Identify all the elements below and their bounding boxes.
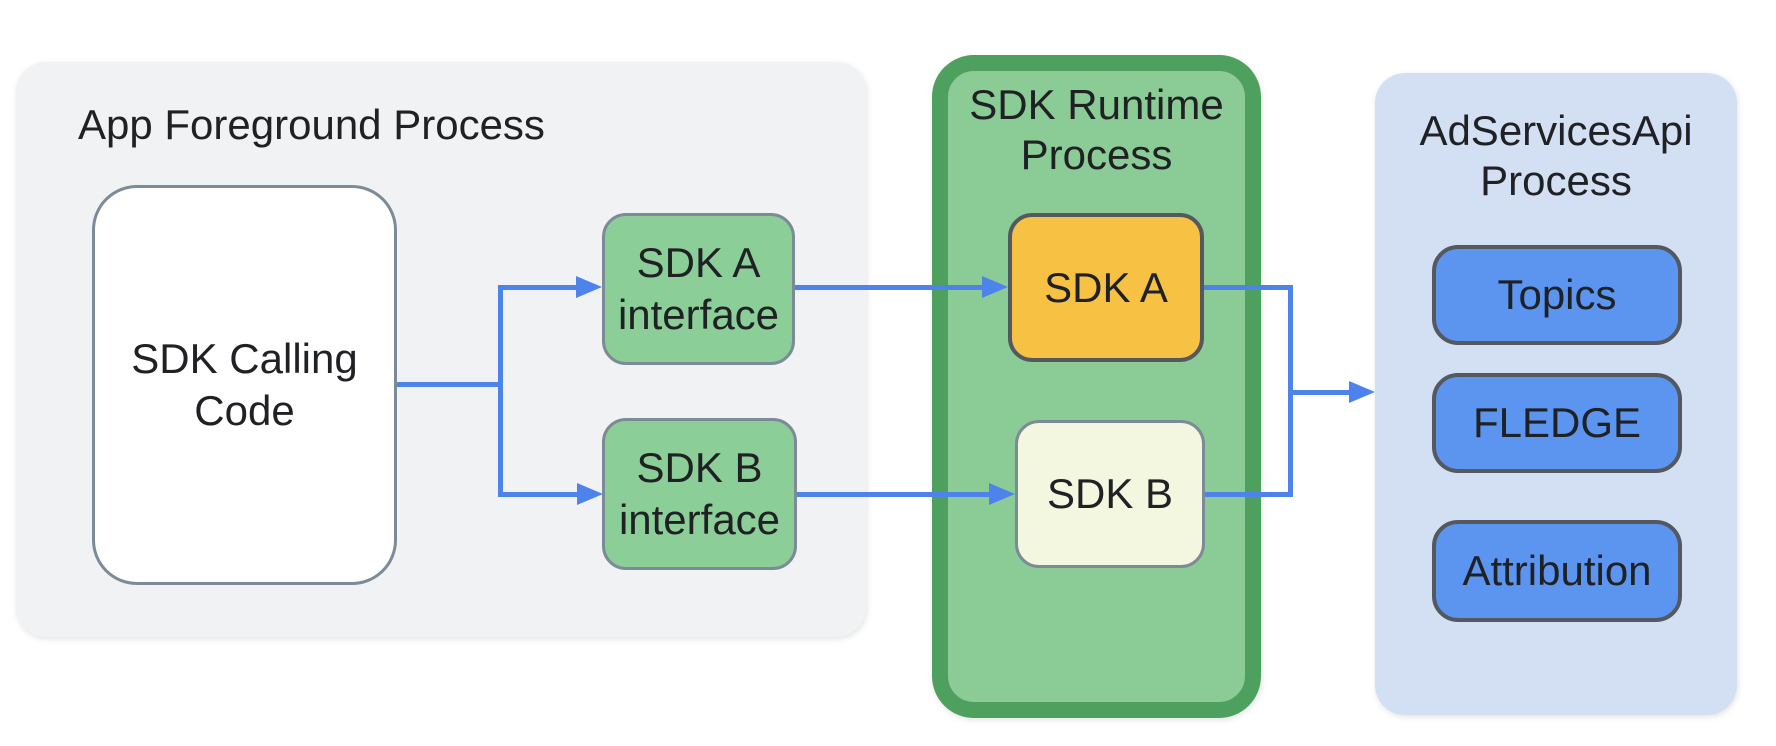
- sdk-b-interface-node: SDK B interface: [602, 418, 797, 570]
- connector-sdk-b-out: [1205, 492, 1293, 497]
- fledge-node: FLEDGE: [1432, 373, 1682, 473]
- sdk-a-interface-node: SDK A interface: [602, 213, 795, 365]
- connector-branch-to-sdk-a-interface: [503, 285, 578, 290]
- connector-sdk-b-interface-to-sdk-b: [797, 492, 989, 497]
- sdk-runtime-panel: [932, 55, 1261, 718]
- connector-branch-to-sdk-b-interface: [503, 492, 579, 497]
- arrowhead-into-sdk-b-interface-icon: [577, 483, 603, 505]
- topics-node: Topics: [1432, 245, 1682, 345]
- connector-sdk-a-out: [1204, 285, 1293, 290]
- arrowhead-into-sdk-b-icon: [989, 483, 1015, 505]
- connector-to-adservices: [1288, 390, 1349, 395]
- sdk-a-node: SDK A: [1008, 213, 1204, 362]
- arrowhead-into-adservices-icon: [1349, 381, 1375, 403]
- connector-calling-code-out: [397, 382, 503, 387]
- attribution-node: Attribution: [1432, 520, 1682, 622]
- connector-branch-vertical: [498, 285, 503, 497]
- arrowhead-into-sdk-a-icon: [982, 276, 1008, 298]
- app-foreground-title: App Foreground Process: [78, 101, 545, 148]
- sdk-runtime-title: SDK Runtime Process: [969, 81, 1224, 178]
- connector-sdk-a-interface-to-sdk-a: [795, 285, 982, 290]
- sdk-calling-code-node: SDK Calling Code: [92, 185, 397, 585]
- arrowhead-into-sdk-a-interface-icon: [576, 276, 602, 298]
- sdk-b-node: SDK B: [1015, 420, 1205, 568]
- adservices-title: AdServicesApi Process: [1419, 107, 1693, 204]
